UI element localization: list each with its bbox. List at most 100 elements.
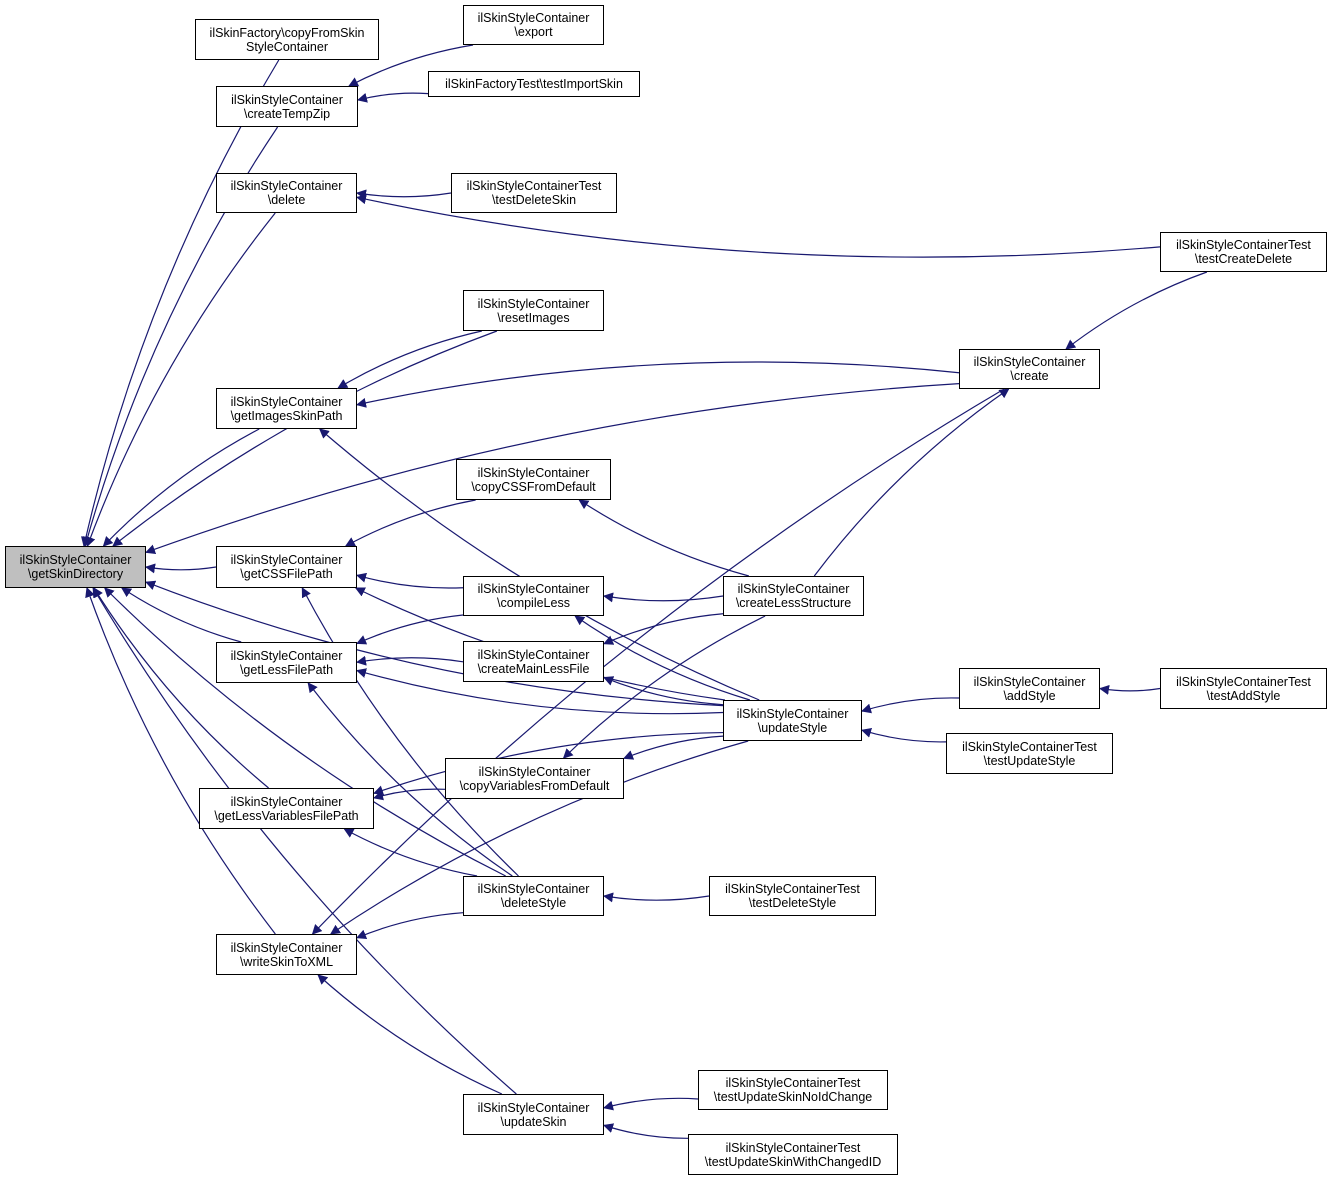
graph-node[interactable]: ilSkinStyleContainerTest\testDeleteSkin bbox=[451, 173, 617, 213]
graph-node[interactable]: ilSkinStyleContainer\addStyle bbox=[959, 668, 1100, 709]
call-edge bbox=[85, 212, 276, 547]
node-label-line: ilSkinStyleContainer bbox=[230, 179, 343, 193]
call-edge bbox=[85, 587, 276, 935]
call-edge bbox=[337, 330, 482, 389]
graph-node[interactable]: ilSkinStyleContainer\compileLess bbox=[463, 576, 604, 616]
node-label-line: \copyCSSFromDefault bbox=[471, 479, 596, 494]
graph-node[interactable]: ilSkinStyleContainer\createMainLessFile bbox=[463, 641, 604, 682]
graph-node[interactable]: ilSkinStyleContainer\resetImages bbox=[463, 290, 604, 331]
call-edge bbox=[356, 655, 464, 666]
call-edge bbox=[603, 613, 724, 645]
graph-node[interactable]: ilSkinStyleContainerTest\testUpdateStyle bbox=[946, 733, 1113, 774]
call-edge bbox=[329, 740, 749, 935]
graph-node[interactable]: ilSkinStyleContainer\export bbox=[463, 5, 604, 45]
graph-node[interactable]: ilSkinStyleContainerTest\testCreateDelet… bbox=[1160, 232, 1327, 272]
node-label-line: \testDeleteStyle bbox=[748, 896, 837, 910]
call-edge bbox=[578, 499, 750, 577]
node-label-line: ilSkinStyleContainer bbox=[973, 355, 1086, 369]
node-label-line: \testCreateDelete bbox=[1194, 252, 1293, 266]
call-edge bbox=[861, 728, 947, 743]
node-label-line: ilSkinStyleContainer bbox=[231, 92, 343, 107]
call-edge bbox=[104, 587, 506, 877]
graph-node[interactable]: ilSkinStyleContainer\getImagesSkinPath bbox=[216, 388, 357, 429]
call-edge bbox=[603, 676, 724, 706]
node-label-line: ilSkinStyleContainer bbox=[477, 882, 590, 896]
node-label-line: ilSkinStyleContainer bbox=[19, 553, 132, 567]
call-edge bbox=[373, 788, 446, 801]
call-edge bbox=[356, 668, 724, 715]
node-label-line: ilSkinStyleContainerTest bbox=[725, 882, 860, 896]
node-label-line: ilSkinStyleContainerTest bbox=[466, 179, 602, 193]
node-label-line: \createTempZip bbox=[243, 106, 331, 121]
graph-node[interactable]: ilSkinStyleContainer\copyVariablesFromDe… bbox=[445, 758, 624, 799]
call-edge bbox=[145, 580, 724, 707]
call-edge bbox=[307, 682, 513, 877]
node-label-line: ilSkinStyleContainer bbox=[736, 706, 849, 721]
call-edge bbox=[102, 428, 260, 547]
call-edge bbox=[356, 189, 452, 200]
node-label-line: ilSkinStyleContainer bbox=[477, 582, 590, 596]
call-edge bbox=[301, 587, 519, 877]
node-label-line: \resetImages bbox=[497, 310, 570, 325]
graph-node[interactable]: ilSkinStyleContainer\getLessVariablesFil… bbox=[199, 788, 374, 829]
call-edge bbox=[93, 587, 269, 789]
node-label-line: ilSkinStyleContainer bbox=[477, 465, 590, 480]
graph-node[interactable]: ilSkinStyleContainer\getCSSFilePath bbox=[216, 546, 357, 588]
graph-node[interactable]: ilSkinStyleContainer\create bbox=[959, 349, 1100, 389]
graph-node[interactable]: ilSkinStyleContainer\delete bbox=[216, 173, 357, 213]
node-label-line: ilSkinStyleContainerTest bbox=[725, 1076, 861, 1090]
node-label-line: \getSkinDirectory bbox=[27, 567, 124, 581]
call-edge bbox=[813, 388, 1010, 577]
node-label-line: \createMainLessFile bbox=[477, 661, 590, 676]
graph-node[interactable]: ilSkinStyleContainer\updateStyle bbox=[723, 700, 862, 741]
node-label-line: ilSkinStyleContainer bbox=[477, 296, 590, 311]
call-edge bbox=[81, 59, 280, 547]
graph-node[interactable]: ilSkinStyleContainer\deleteStyle bbox=[463, 876, 604, 916]
call-edge bbox=[603, 592, 724, 603]
graph-node[interactable]: ilSkinStyleContainerTest\testUpdateSkinW… bbox=[688, 1134, 898, 1175]
call-edge bbox=[603, 892, 710, 903]
node-label-line: ilSkinStyleContainer bbox=[230, 794, 343, 809]
node-label-line: StyleContainer bbox=[246, 39, 328, 54]
graph-node: ilSkinStyleContainer\getSkinDirectory bbox=[5, 546, 146, 588]
node-label-line: \testAddStyle bbox=[1206, 688, 1281, 703]
edge-layer bbox=[81, 44, 1208, 1139]
graph-node[interactable]: ilSkinFactoryTest\testImportSkin bbox=[428, 71, 640, 97]
graph-node[interactable]: ilSkinStyleContainer\updateSkin bbox=[463, 1094, 604, 1135]
graph-node[interactable]: ilSkinStyleContainer\getLessFilePath bbox=[216, 642, 357, 683]
node-label-line: \testUpdateSkinWithChangedID bbox=[704, 1154, 882, 1169]
node-label-line: \export bbox=[514, 25, 553, 39]
call-edge bbox=[121, 587, 242, 643]
call-edge bbox=[311, 388, 1005, 935]
graph-node[interactable]: ilSkinStyleContainer\createTempZip bbox=[216, 86, 358, 127]
graph-node[interactable]: ilSkinStyleContainerTest\testDeleteStyle bbox=[709, 876, 876, 916]
node-label-line: ilSkinStyleContainer bbox=[478, 764, 591, 779]
graph-node[interactable]: ilSkinStyleContainer\copyCSSFromDefault bbox=[456, 459, 611, 500]
call-edge bbox=[343, 828, 478, 877]
node-label-line: \updateSkin bbox=[500, 1114, 567, 1129]
graph-node[interactable]: ilSkinStyleContainerTest\testUpdateSkinN… bbox=[698, 1070, 888, 1110]
node-label-line: \getCSSFilePath bbox=[240, 567, 333, 581]
call-edge bbox=[603, 1123, 689, 1139]
node-label-line: ilSkinStyleContainer bbox=[230, 648, 343, 663]
node-label-line: \getImagesSkinPath bbox=[230, 408, 343, 423]
call-edge bbox=[623, 735, 724, 760]
node-label-line: ilSkinStyleContainer bbox=[477, 647, 590, 662]
node-label-line: \copyVariablesFromDefault bbox=[459, 778, 610, 793]
node-label-line: \getLessFilePath bbox=[239, 662, 334, 677]
graph-node[interactable]: ilSkinStyleContainer\writeSkinToXML bbox=[216, 934, 357, 975]
call-edge bbox=[356, 361, 960, 408]
node-label-line: ilSkinStyleContainer bbox=[737, 582, 850, 596]
node-label-line: \updateStyle bbox=[757, 720, 828, 735]
node-label-line: \testUpdateStyle bbox=[983, 753, 1076, 768]
node-label-line: ilSkinStyleContainerTest bbox=[725, 1140, 861, 1155]
node-label-line: \deleteStyle bbox=[500, 896, 567, 910]
call-edge bbox=[145, 563, 217, 574]
call-edge bbox=[112, 330, 498, 547]
call-edge bbox=[356, 912, 464, 939]
graph-node[interactable]: ilSkinStyleContainer\createLessStructure bbox=[723, 576, 864, 616]
graph-node[interactable]: ilSkinStyleContainerTest\testAddStyle bbox=[1160, 668, 1327, 709]
node-label-line: \writeSkinToXML bbox=[239, 954, 334, 969]
